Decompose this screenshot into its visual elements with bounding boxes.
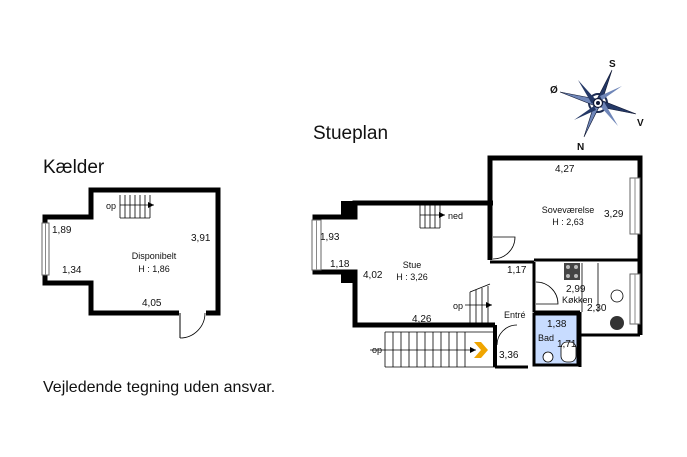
living-room-height: H : 3,26 <box>396 272 428 282</box>
stairs-down-label: ned <box>448 211 463 221</box>
dim-living-bottom: 4,26 <box>412 314 432 325</box>
sink <box>542 351 554 363</box>
compass-label-n: N <box>577 142 584 153</box>
compass-label-s: S <box>609 59 616 70</box>
toilet <box>560 341 577 363</box>
kitchen-door-swing <box>535 281 559 305</box>
compass-center <box>596 101 600 105</box>
dim-living-left: 1,93 <box>320 232 340 243</box>
basement-dim-right: 3,91 <box>191 233 211 244</box>
bedroom-walls <box>487 155 643 335</box>
basement-dim-lower-left: 1,34 <box>62 265 82 276</box>
entry-name: Entré <box>504 310 526 320</box>
compass-label-w: V <box>637 118 644 129</box>
stairs-up-inner <box>465 283 492 323</box>
stairs-up-outer-label: op <box>372 345 382 355</box>
kitchen-name: Køkken <box>562 295 593 305</box>
living-room-name: Stue <box>403 260 422 270</box>
dim-stair-width: 3,36 <box>499 350 519 361</box>
dim-bath-depth: 1,71 <box>557 339 577 350</box>
ground-floor-heading: Stueplan <box>313 123 388 144</box>
entry-door-swing <box>496 324 518 346</box>
dim-kitchen-depth: 2,30 <box>587 303 607 314</box>
dim-living-lower-left: 1,18 <box>330 259 350 270</box>
compass-diag-1 <box>578 80 596 104</box>
basement-door-swing <box>179 312 206 339</box>
compass-diag-2 <box>600 102 618 126</box>
basement-room-height: H : 1,86 <box>138 264 170 274</box>
basement-plan: op Disponibelt H : 1,86 1,89 1,34 3,91 4… <box>41 187 221 339</box>
entrance-arrow-icon <box>474 342 488 358</box>
dim-bedroom-top: 4,27 <box>555 164 575 175</box>
kitchen-sink <box>610 289 624 303</box>
basement-dim-bottom: 4,05 <box>142 298 162 309</box>
dim-bath-width: 1,38 <box>547 319 567 330</box>
stairs-down <box>419 205 445 229</box>
bedroom-height: H : 2,63 <box>552 217 584 227</box>
dim-entry-width: 1,17 <box>507 265 527 276</box>
compass-rose: S Ø V N <box>550 59 644 153</box>
stairs-up-outer <box>370 331 495 368</box>
disclaimer: Vejledende tegning uden ansvar. <box>43 379 275 396</box>
basement-dim-left: 1,89 <box>52 225 72 236</box>
ground-floor-plan: ned op <box>311 155 643 369</box>
dim-living-depth: 4,02 <box>363 270 383 281</box>
basement-room-name: Disponibelt <box>132 251 177 261</box>
compass-label-e: Ø <box>550 85 558 96</box>
compass-diag-3 <box>600 86 622 100</box>
boiler <box>610 316 624 330</box>
dim-bedroom-right: 3,29 <box>604 209 624 220</box>
bath-name: Bad <box>538 333 554 343</box>
bedroom-door-swing <box>492 236 516 260</box>
basement-stairs <box>119 195 154 219</box>
basement-heading: Kælder <box>43 157 105 178</box>
compass-diag-4 <box>574 106 596 120</box>
stairs-up-inner-label: op <box>453 301 463 311</box>
basement-walls <box>42 187 221 316</box>
basement-stairs-label: op <box>106 201 116 211</box>
dim-kitchen-width: 2,99 <box>566 284 586 295</box>
bedroom-name: Soveværelse <box>542 205 595 215</box>
stove <box>564 263 580 280</box>
